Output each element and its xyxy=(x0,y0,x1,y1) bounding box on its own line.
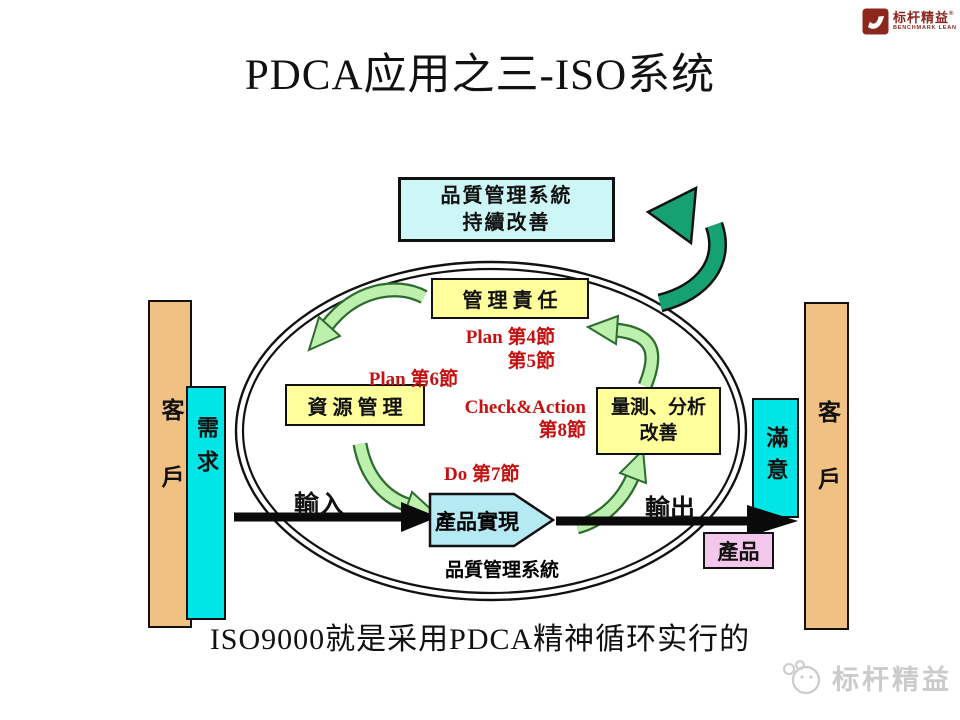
satisfaction-column: 滿意 xyxy=(752,398,799,518)
measurement-line1: 量測、分析 xyxy=(610,397,706,418)
logo-brand-cn: 标杆精益 xyxy=(893,10,950,26)
right-customer-column: 客戶 xyxy=(804,302,849,630)
watermark: 标杆精益 xyxy=(780,658,952,697)
management-responsibility-box: 管 理 責 任 xyxy=(431,278,589,319)
management-responsibility-label: 管 理 責 任 xyxy=(462,290,558,312)
do-section-7-label: Do 第7節 xyxy=(444,464,520,485)
quality-system-box: 品質管理系統 持續改善 xyxy=(398,177,615,242)
logo-registered-mark: ® xyxy=(949,11,955,18)
demand-column: 需求 xyxy=(186,386,226,620)
slide-title: PDCA应用之三-ISO系统 xyxy=(244,52,716,99)
benchmark-lean-logo-icon xyxy=(862,8,889,35)
plan-section-4-line: Plan 第4節 xyxy=(465,327,555,348)
resource-management-box: 資 源 管 理 xyxy=(285,384,425,426)
product-output-label: 產品 xyxy=(717,539,760,564)
slide-caption: ISO9000就是采用PDCA精神循环实行的 xyxy=(209,623,751,656)
quality-system-line2: 持續改善 xyxy=(462,211,551,234)
cycle-arrow-management-to-resources xyxy=(307,282,428,352)
check-action-section-line: 第8節 xyxy=(538,420,586,441)
cycle-arrow-product-to-measurement xyxy=(574,447,648,535)
satisfaction-label: 滿意 xyxy=(763,426,789,490)
input-label: 輸入 xyxy=(294,492,345,519)
resource-management-label: 資 源 管 理 xyxy=(307,396,403,419)
quality-system-line1: 品質管理系統 xyxy=(440,184,573,207)
brand-logo: 标杆精益® BENCHMARK LEAN xyxy=(862,8,957,35)
watermark-icon xyxy=(783,659,821,694)
left-customer-label: 客戶 xyxy=(158,398,183,532)
check-action-line: Check&Action xyxy=(464,397,586,418)
plan-section-6-label: Plan 第6節 xyxy=(368,369,458,390)
product-realization-label: 產品實現 xyxy=(435,510,519,534)
cycle-arrow-resources-to-product xyxy=(352,442,439,520)
measurement-line2: 改善 xyxy=(639,423,678,444)
measurement-analysis-box: 量測、分析 改善 xyxy=(596,387,721,455)
cycle-arrow-measurement-to-management xyxy=(585,314,660,389)
plan-section-5-line: 第5節 xyxy=(507,351,555,372)
watermark-text: 标杆精益 xyxy=(832,665,952,695)
right-customer-label: 客戶 xyxy=(814,400,840,534)
product-output-box: 產品 xyxy=(703,532,774,569)
system-bottom-label: 品質管理系統 xyxy=(444,560,559,581)
output-label: 輸出 xyxy=(645,496,696,523)
left-customer-column: 客戶 xyxy=(148,300,192,628)
logo-brand-en: BENCHMARK LEAN xyxy=(893,25,957,32)
continuous-improvement-arrow xyxy=(645,185,727,313)
plan-section-4-5-label: Plan 第4節 第5節 xyxy=(420,326,555,374)
demand-label: 需求 xyxy=(194,416,219,484)
check-action-label: Check&Action 第8節 xyxy=(450,396,586,442)
